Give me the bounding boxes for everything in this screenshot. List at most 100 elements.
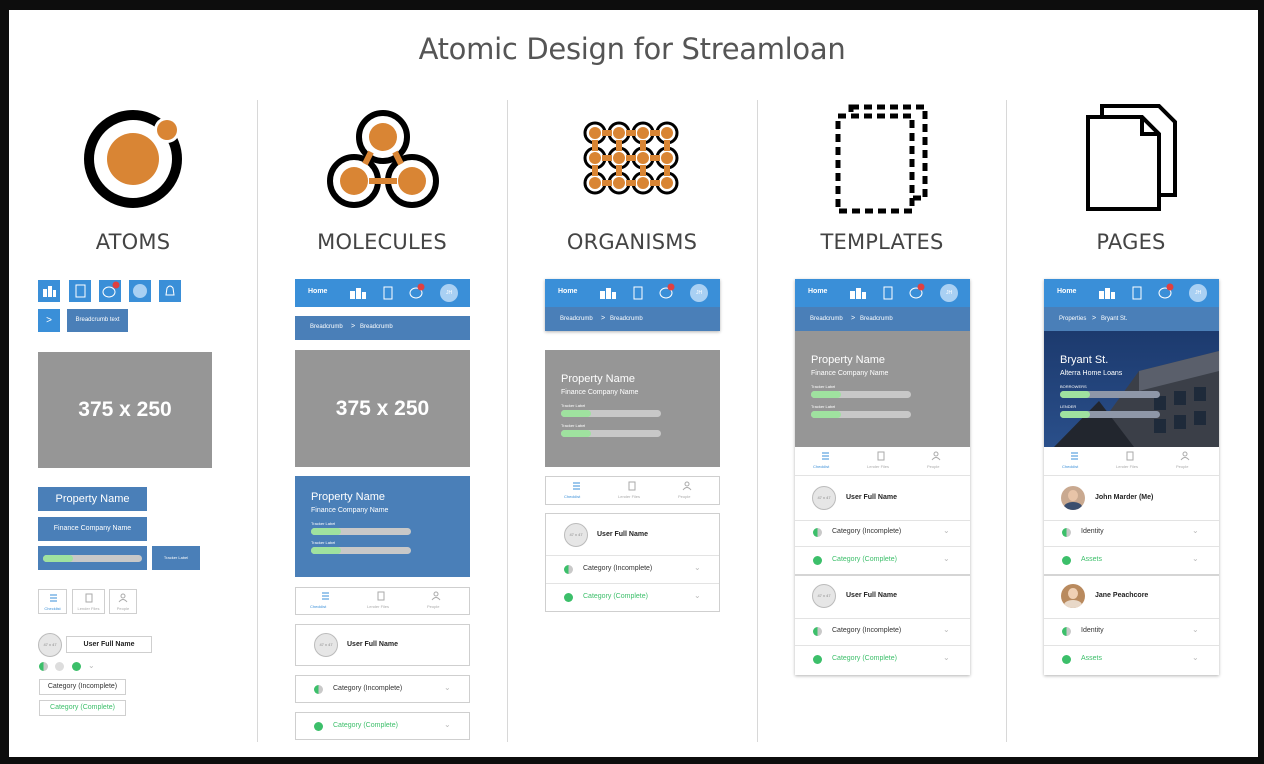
home-link[interactable]: Home xyxy=(1057,288,1077,295)
chevron-down-icon[interactable]: ⌄ xyxy=(1192,653,1199,662)
buildings-icon[interactable] xyxy=(598,286,618,300)
half-status-icon xyxy=(39,662,48,671)
chevron-right-icon[interactable]: > xyxy=(38,309,60,332)
category-complete[interactable]: Category (Complete) xyxy=(832,556,897,563)
icon-button[interactable] xyxy=(99,280,121,302)
file-icon[interactable] xyxy=(627,481,637,491)
file-icon[interactable] xyxy=(876,451,886,461)
breadcrumb[interactable]: Properties xyxy=(1059,316,1087,322)
category-incomplete-row[interactable]: Category (Incomplete) ⌄ xyxy=(295,675,470,703)
home-link[interactable]: Home xyxy=(308,288,328,295)
document-icon[interactable] xyxy=(632,286,644,300)
buildings-icon[interactable] xyxy=(848,286,868,300)
list-icon[interactable] xyxy=(571,481,581,491)
person-name[interactable]: Jane Peachcore xyxy=(1095,592,1149,599)
avatar xyxy=(1061,584,1085,608)
image-placeholder: 375 x 250 xyxy=(38,352,212,468)
list-icon[interactable] xyxy=(820,451,830,461)
chevron-down-icon[interactable]: ⌄ xyxy=(943,625,950,634)
category-incomplete[interactable]: Identity xyxy=(1081,627,1104,634)
home-link[interactable]: Home xyxy=(558,288,578,295)
icon-button[interactable] xyxy=(129,280,151,302)
tab-bar: Checklist Lender Files People xyxy=(295,587,470,615)
breadcrumb[interactable]: Breadcrumb xyxy=(610,316,643,322)
breadcrumb[interactable]: Bryant St. xyxy=(1101,316,1128,322)
category-incomplete[interactable]: Category (Incomplete) xyxy=(832,627,902,634)
people-icon[interactable] xyxy=(931,451,941,461)
category-complete[interactable]: Assets xyxy=(1081,556,1103,563)
category-complete[interactable]: Category (Complete) xyxy=(583,593,648,600)
half-status-icon xyxy=(1062,627,1071,636)
category-complete[interactable]: Assets xyxy=(1081,655,1103,662)
avatar[interactable]: JH xyxy=(940,284,958,302)
chevron-down-icon[interactable]: ⌄ xyxy=(1192,554,1199,563)
property-photo: Bryant St. Alterra Home Loans BORROWERS … xyxy=(1044,331,1219,447)
file-icon[interactable] xyxy=(376,591,386,601)
tracker-bar xyxy=(1060,391,1160,398)
chevron-down-icon[interactable]: ⌄ xyxy=(943,554,950,563)
image-placeholder: 375 x 250 xyxy=(295,350,470,467)
avatar[interactable]: JH xyxy=(1189,284,1207,302)
icon-button[interactable] xyxy=(38,280,60,302)
user-full-name[interactable]: User Full Name xyxy=(597,531,648,538)
buildings-icon[interactable] xyxy=(1097,286,1117,300)
chevron-down-icon: ⌄ xyxy=(444,720,451,729)
chevron-down-icon[interactable]: ⌄ xyxy=(1192,625,1199,634)
chevron-down-icon[interactable]: ⌄ xyxy=(694,591,701,600)
half-status-icon xyxy=(813,528,822,537)
chat-icon[interactable] xyxy=(908,283,926,301)
buildings-icon[interactable] xyxy=(348,286,368,300)
divider xyxy=(507,100,508,742)
category-incomplete[interactable]: Category (Incomplete) xyxy=(39,679,126,695)
chat-icon[interactable] xyxy=(408,283,426,301)
user-full-name[interactable]: User Full Name xyxy=(846,592,897,599)
tracker-bar xyxy=(38,546,147,570)
chevron-down-icon[interactable]: ⌄ xyxy=(943,653,950,662)
breadcrumb[interactable]: Breadcrumb text xyxy=(67,309,128,332)
file-icon[interactable] xyxy=(1125,451,1135,461)
avatar xyxy=(1061,486,1085,510)
breadcrumb[interactable]: Breadcrumb xyxy=(560,316,593,322)
list-icon[interactable] xyxy=(320,591,330,601)
category-incomplete[interactable]: Category (Incomplete) xyxy=(583,565,653,572)
buildings-icon xyxy=(43,286,56,297)
column-organisms: ORGANISMS Home JH Breadcrumb > Breadcrum… xyxy=(507,0,757,764)
chat-icon[interactable] xyxy=(1157,283,1175,301)
avatar: 47 x 47 xyxy=(812,584,836,608)
breadcrumb[interactable]: Breadcrumb xyxy=(810,316,843,322)
category-complete[interactable]: Category (Complete) xyxy=(832,655,897,662)
people-icon[interactable] xyxy=(682,481,692,491)
avatar[interactable]: JH xyxy=(440,284,458,302)
people-icon[interactable] xyxy=(1180,451,1190,461)
user-row[interactable]: 47 x 47 User Full Name xyxy=(295,624,470,666)
category-complete-row[interactable]: Category (Complete) ⌄ xyxy=(295,712,470,740)
chevron-down-icon[interactable]: ⌄ xyxy=(694,563,701,572)
chat-icon[interactable] xyxy=(658,283,676,301)
category-complete[interactable]: Category (Complete) xyxy=(39,700,126,716)
people-icon[interactable] xyxy=(431,591,441,601)
half-status-icon xyxy=(564,565,573,574)
document-icon[interactable] xyxy=(382,286,394,300)
template-icon xyxy=(835,104,928,214)
person-name[interactable]: John Marder (Me) xyxy=(1095,494,1154,501)
tab-lender-files[interactable]: Lender Files xyxy=(72,589,105,614)
tab-people[interactable]: People xyxy=(109,589,137,614)
user-full-name[interactable]: User Full Name xyxy=(846,494,897,501)
category-incomplete[interactable]: Identity xyxy=(1081,528,1104,535)
icon-button[interactable] xyxy=(159,280,181,302)
avatar[interactable]: JH xyxy=(690,284,708,302)
avatar: 47 x 47 xyxy=(564,523,588,547)
chevron-down-icon[interactable]: ⌄ xyxy=(1192,526,1199,535)
list-icon[interactable] xyxy=(1069,451,1079,461)
document-icon[interactable] xyxy=(1131,286,1143,300)
chevron-down-icon[interactable]: ⌄ xyxy=(88,661,95,670)
breadcrumb[interactable]: Breadcrumb xyxy=(860,316,893,322)
icon-button[interactable] xyxy=(69,280,91,302)
chevron-down-icon[interactable]: ⌄ xyxy=(943,526,950,535)
tab-checklist[interactable]: Checklist xyxy=(38,589,67,614)
breadcrumb: Breadcrumb > Breadcrumb xyxy=(295,316,470,340)
category-incomplete[interactable]: Category (Incomplete) xyxy=(832,528,902,535)
document-icon[interactable] xyxy=(882,286,894,300)
home-link[interactable]: Home xyxy=(808,288,828,295)
header-organism: Home JH Breadcrumb > Breadcrumb xyxy=(545,279,720,331)
